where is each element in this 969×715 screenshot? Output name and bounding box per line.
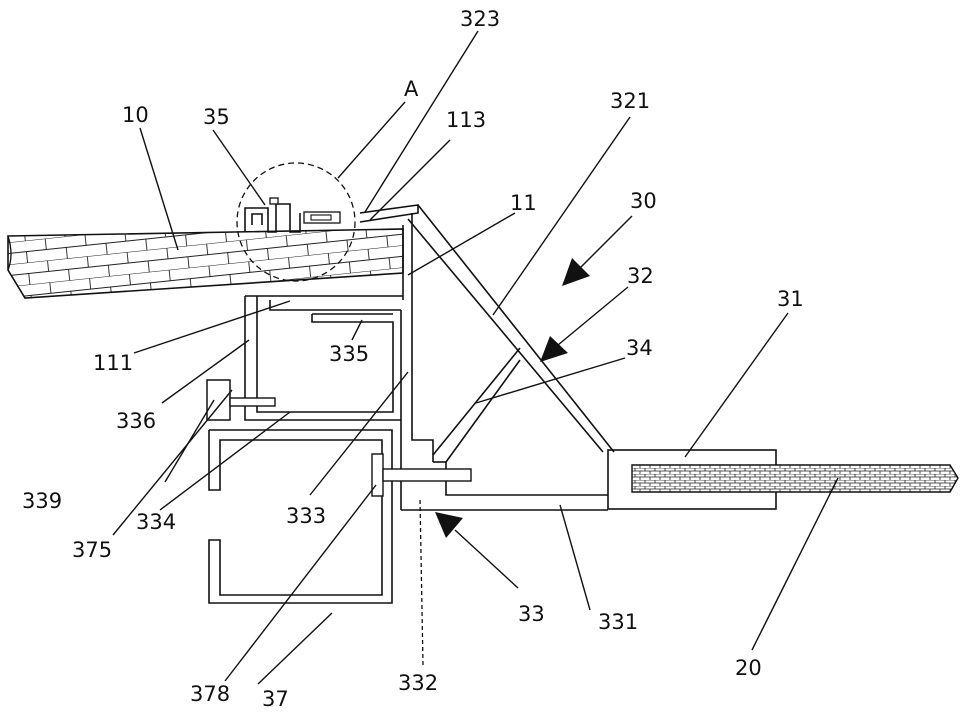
- label-10: 10: [122, 103, 149, 127]
- label-323: 323: [460, 7, 500, 31]
- label-332: 332: [398, 671, 438, 695]
- label-331: 331: [598, 610, 638, 634]
- label-335: 335: [329, 342, 369, 366]
- labels: 323 A 321 10 35 113 11 30 32 31 34 111 3…: [22, 7, 804, 711]
- label-378: 378: [190, 682, 230, 706]
- dashed-line-332: [420, 500, 423, 665]
- label-334: 334: [136, 510, 176, 534]
- label-31: 31: [777, 287, 804, 311]
- label-32: 32: [627, 264, 654, 288]
- label-333: 333: [286, 504, 326, 528]
- label-20: 20: [735, 656, 762, 680]
- label-339: 339: [22, 489, 62, 513]
- label-35: 35: [203, 105, 230, 129]
- label-37: 37: [262, 687, 289, 711]
- arrow-30: [562, 216, 632, 286]
- label-321: 321: [610, 89, 650, 113]
- label-113: 113: [446, 108, 486, 132]
- label-336: 336: [116, 409, 156, 433]
- label-111: 111: [93, 351, 133, 375]
- label-34: 34: [626, 336, 653, 360]
- label-30: 30: [630, 189, 657, 213]
- label-11: 11: [510, 191, 537, 215]
- hook-339: [207, 380, 275, 420]
- roof-slab-10: [8, 229, 403, 298]
- label-33: 33: [518, 602, 545, 626]
- label-375: 375: [72, 538, 112, 562]
- bracket-378: [372, 454, 471, 496]
- clip-35: [245, 198, 340, 232]
- arrow-32: [540, 287, 628, 362]
- label-a: A: [404, 77, 419, 101]
- wall-20: [632, 465, 958, 492]
- arrow-33: [435, 512, 518, 588]
